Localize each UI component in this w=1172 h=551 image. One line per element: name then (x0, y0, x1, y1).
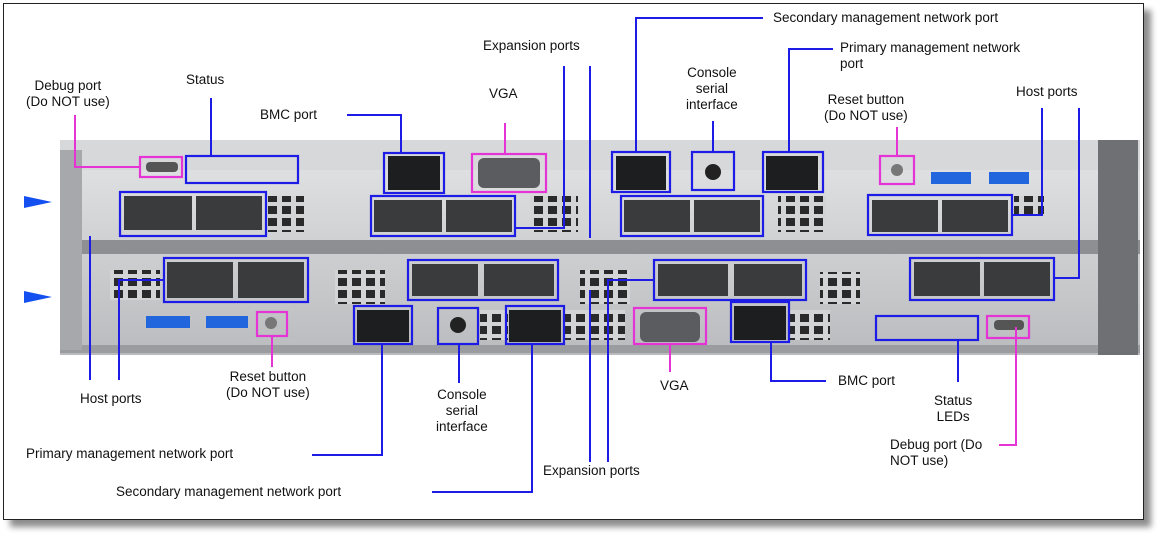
vga-bottom-label: VGA (660, 378, 689, 393)
secondary-mgmt-top-box (610, 150, 672, 194)
secondary-mgmt-bottom-label: Secondary management network port (116, 484, 342, 499)
expansion-ports-bottom-left-box (406, 258, 560, 302)
reset-button-bottom-label: Reset button(Do NOT use) (226, 369, 310, 400)
bmc-port-top-label: BMC port (260, 107, 318, 122)
debug-port-top-label: Debug port(Do NOT use) (26, 78, 110, 109)
primary-mgmt-bottom-label: Primary management network port (26, 446, 234, 461)
secondary-mgmt-top-label: Secondary management network port (773, 10, 999, 25)
status-leds-top-box (184, 154, 300, 185)
leader-lines-magenta (74, 115, 1017, 446)
bmc-port-bottom-label: BMC port (838, 373, 896, 388)
vga-top-box (470, 152, 548, 194)
reset-button-top-label: Reset button(Do NOT use) (824, 92, 908, 123)
lower-node-arrow (24, 291, 52, 303)
expansion-ports-bottom-label: Expansion ports (543, 463, 640, 478)
vga-top-label: VGA (489, 86, 518, 101)
debug-port-bottom-box (985, 314, 1031, 340)
secondary-mgmt-bottom-box (504, 304, 566, 346)
host-ports-bottom-label: Host ports (80, 391, 142, 406)
bmc-port-top-box (382, 151, 446, 195)
status-leds-bottom-box (874, 314, 980, 342)
chassis (60, 140, 1140, 355)
leader-lines-blue (89, 17, 1080, 493)
host-ports-top-label: Host ports (1016, 84, 1078, 99)
expansion-ports-top-right-box (619, 194, 765, 238)
primary-mgmt-top-box (761, 150, 825, 194)
bmc-port-bottom-box (729, 300, 791, 344)
expansion-ports-top-left-box (369, 194, 517, 238)
expansion-ports-top-label: Expansion ports (483, 38, 580, 53)
slot-arrows (24, 196, 52, 303)
host-ports-top-upper-box (118, 190, 268, 238)
upper-node-arrow (24, 196, 52, 208)
status-top-label: Status (186, 72, 225, 87)
